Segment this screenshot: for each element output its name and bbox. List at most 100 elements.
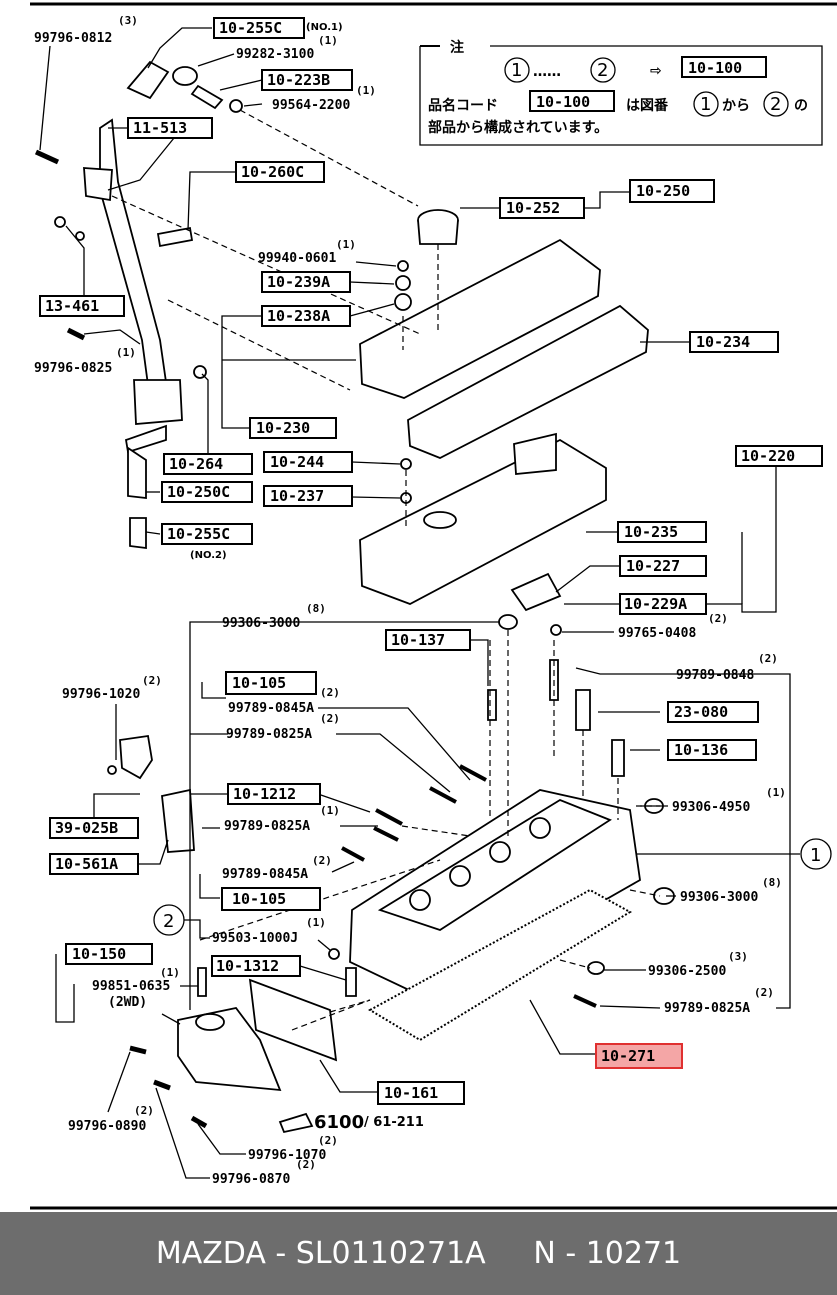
svg-text:(2): (2) bbox=[142, 674, 162, 687]
svg-text:10-239A: 10-239A bbox=[267, 273, 330, 291]
ref-10-561a[interactable]: 10-561A bbox=[49, 853, 139, 875]
pn-99503-1000j: 99503-1000J bbox=[212, 931, 298, 946]
svg-text:10-561A: 10-561A bbox=[55, 855, 118, 873]
ref-10-260c[interactable]: 10-260C bbox=[235, 161, 325, 183]
ref-10-255c-top[interactable]: 10-255C bbox=[213, 17, 305, 39]
ref-10-105-a[interactable]: 10-105 bbox=[225, 671, 317, 695]
pn-99306-3000-right: 99306-3000 bbox=[680, 890, 758, 905]
svg-text:10-250C: 10-250C bbox=[167, 483, 230, 501]
ref-10-250c[interactable]: 10-250C bbox=[161, 481, 253, 503]
ref-11-513[interactable]: 11-513 bbox=[127, 117, 213, 139]
svg-text:10-255C: 10-255C bbox=[167, 525, 230, 543]
svg-text:10-252: 10-252 bbox=[506, 199, 560, 217]
label-ref-61-211: / 61-211 bbox=[364, 1115, 424, 1130]
svg-text:(1): (1) bbox=[306, 916, 326, 929]
svg-text:(2): (2) bbox=[320, 686, 340, 699]
svg-text:10-223B: 10-223B bbox=[267, 71, 330, 89]
ref-10-161[interactable]: 10-161 bbox=[377, 1081, 465, 1105]
ref-10-252[interactable]: 10-252 bbox=[499, 197, 585, 219]
gasket-small-icon bbox=[510, 572, 562, 612]
ref-10-136[interactable]: 10-136 bbox=[667, 739, 757, 761]
svg-text:(8): (8) bbox=[306, 602, 326, 615]
svg-text:10-255C: 10-255C bbox=[219, 19, 282, 37]
ref-10-237[interactable]: 10-237 bbox=[263, 485, 353, 507]
ref-10-229a[interactable]: 10-229A bbox=[619, 593, 707, 615]
note-line1-circle-1: 1 bbox=[700, 94, 711, 115]
label-no2: (NO.2) bbox=[190, 550, 227, 561]
pn-99789-0845a-top: 99789-0845A bbox=[228, 701, 314, 716]
svg-text:39-025B: 39-025B bbox=[55, 819, 118, 837]
svg-text:(2): (2) bbox=[708, 612, 728, 625]
ref-10-234[interactable]: 10-234 bbox=[689, 331, 779, 353]
ref-10-264[interactable]: 10-264 bbox=[163, 453, 253, 475]
footer-bar: MAZDA - SL0110271A N - 10271 bbox=[0, 1212, 837, 1295]
svg-text:10-1312: 10-1312 bbox=[216, 957, 279, 975]
svg-text:11-513: 11-513 bbox=[133, 119, 187, 137]
svg-text:(1): (1) bbox=[116, 346, 136, 359]
ref-10-105-b[interactable]: 10-105 bbox=[221, 887, 321, 911]
svg-text:23-080: 23-080 bbox=[674, 703, 728, 721]
ref-10-150[interactable]: 10-150 bbox=[65, 943, 153, 965]
note-line1-c: から bbox=[722, 98, 750, 114]
ref-10-220[interactable]: 10-220 bbox=[735, 445, 823, 467]
ref-13-461[interactable]: 13-461 bbox=[39, 295, 125, 317]
footer-brand: MAZDA bbox=[155, 1236, 266, 1271]
label-no1: (NO.1) bbox=[306, 22, 343, 33]
callout-circle-1: 1 bbox=[800, 838, 832, 870]
plug-icon bbox=[129, 517, 147, 550]
svg-text:10-234: 10-234 bbox=[696, 333, 750, 351]
svg-text:(2): (2) bbox=[320, 712, 340, 725]
svg-text:10-161: 10-161 bbox=[384, 1084, 438, 1102]
ref-10-255c-bottom[interactable]: 10-255C bbox=[161, 523, 253, 545]
callout-circle-2: 2 bbox=[153, 904, 185, 936]
ref-39-025b[interactable]: 39-025B bbox=[49, 817, 139, 839]
svg-text:10-237: 10-237 bbox=[270, 487, 324, 505]
note-arrow-icon: ⇨ bbox=[650, 63, 662, 79]
pn-99789-0848: 99789-0848 bbox=[676, 668, 754, 683]
note-circle-1: 1 bbox=[511, 60, 522, 81]
svg-text:(3): (3) bbox=[118, 14, 138, 27]
note-title: 注 bbox=[450, 39, 464, 56]
label-ref-6100: 6100 bbox=[314, 1112, 364, 1133]
pn-99940-0601: 99940-0601 bbox=[258, 251, 336, 266]
svg-text:10-264: 10-264 bbox=[169, 455, 223, 473]
svg-text:(2): (2) bbox=[754, 986, 774, 999]
ref-10-230[interactable]: 10-230 bbox=[249, 417, 337, 439]
note-line1-d: の bbox=[794, 98, 808, 114]
hose-clamp-icon bbox=[172, 66, 198, 86]
ref-10-239a[interactable]: 10-239A bbox=[261, 271, 351, 293]
svg-text:10-250: 10-250 bbox=[636, 182, 690, 200]
ref-10-271-highlighted[interactable]: 10-271 bbox=[595, 1043, 683, 1069]
ref-23-080[interactable]: 23-080 bbox=[667, 701, 759, 723]
svg-text:(2): (2) bbox=[312, 854, 332, 867]
svg-text:10-137: 10-137 bbox=[391, 631, 445, 649]
svg-text:10-150: 10-150 bbox=[72, 945, 126, 963]
svg-text:10-230: 10-230 bbox=[256, 419, 310, 437]
ref-10-223b[interactable]: 10-223B bbox=[261, 69, 353, 91]
ref-10-244[interactable]: 10-244 bbox=[263, 451, 353, 473]
note-line1-b: は図番 bbox=[626, 97, 669, 114]
ref-10-137[interactable]: 10-137 bbox=[385, 629, 471, 651]
ref-10-1312[interactable]: 10-1312 bbox=[211, 955, 301, 977]
head-gasket-icon bbox=[367, 888, 632, 1042]
svg-text:(3): (3) bbox=[728, 950, 748, 963]
ref-10-250[interactable]: 10-250 bbox=[629, 179, 715, 203]
washer-icon bbox=[229, 99, 243, 113]
svg-text:(1): (1) bbox=[320, 804, 340, 817]
rocker-cover-lower-icon bbox=[359, 438, 607, 605]
ref-10-238a[interactable]: 10-238A bbox=[261, 305, 351, 327]
ref-10-1212[interactable]: 10-1212 bbox=[227, 783, 321, 805]
svg-text:10-227: 10-227 bbox=[626, 557, 680, 575]
svg-text:(1): (1) bbox=[766, 786, 786, 799]
ref-10-227[interactable]: 10-227 bbox=[619, 555, 707, 577]
parts-artwork bbox=[34, 60, 675, 1134]
pn-99796-0870: 99796-0870 bbox=[212, 1172, 290, 1187]
ref-10-235[interactable]: 10-235 bbox=[617, 521, 707, 543]
svg-text:10-229A: 10-229A bbox=[624, 595, 687, 613]
note-line1-circle-2: 2 bbox=[770, 94, 781, 115]
svg-text:10-244: 10-244 bbox=[270, 453, 324, 471]
pn-99282-3100: 99282-3100 bbox=[236, 47, 314, 62]
rocker-cover-seal-icon bbox=[407, 304, 649, 459]
svg-text:(1): (1) bbox=[336, 238, 356, 251]
pn-99796-1020: 99796-1020 bbox=[62, 687, 140, 702]
